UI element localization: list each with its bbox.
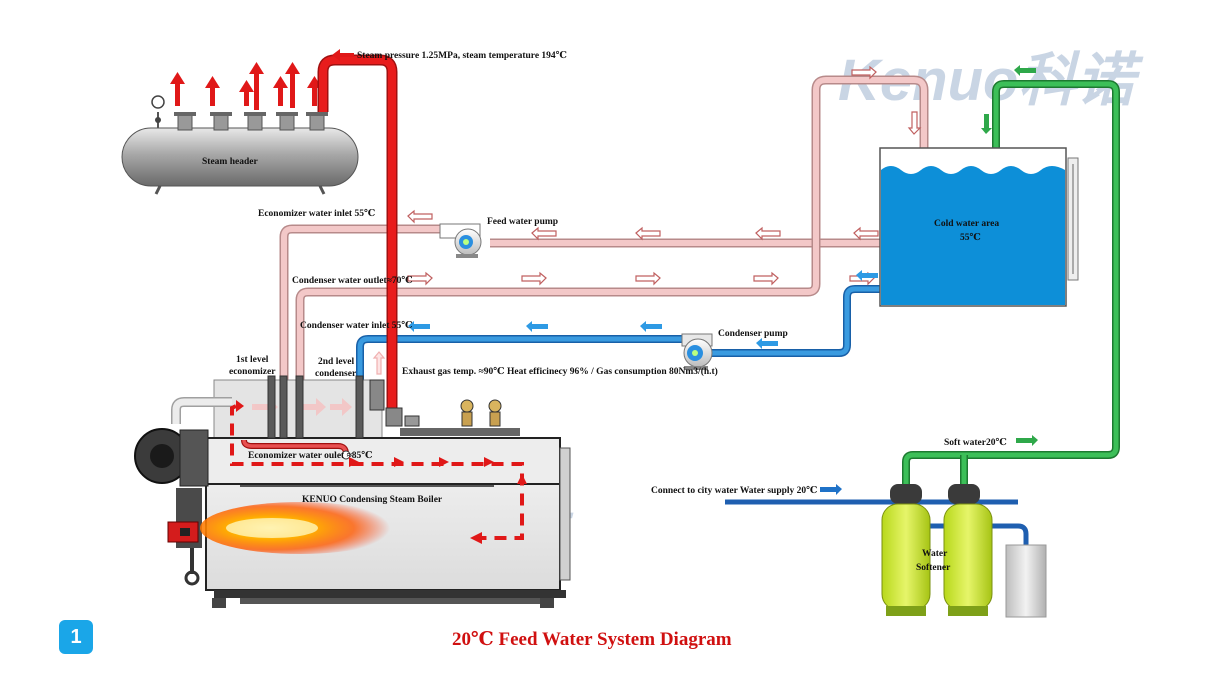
economizer-pipes [279, 75, 929, 385]
condenser-pump [681, 333, 713, 370]
economizer-inlet-label: Economizer water inlet 55℃ [258, 209, 375, 219]
steam-header: Steam header [121, 95, 359, 195]
cold-water-area-label: Cold water area [934, 219, 999, 229]
condenser-pipe [356, 285, 880, 425]
city-water-label: Connect to city water Water supply 20℃ [651, 486, 818, 496]
steam-outlet-arrows [170, 62, 322, 110]
boiler: KENUO Condensing Steam Boiler [134, 375, 571, 608]
second-condenser-label-1: 2nd level [318, 357, 355, 367]
soft-water-pipe [902, 80, 1120, 488]
soft-water-label: Soft water20℃ [944, 438, 1007, 448]
exhaust-label: Exhaust gas temp. ≈90℃ Heat efficinecy 9… [402, 366, 718, 377]
soft-water-arrows [981, 65, 1038, 446]
economizer-outlet-label: Economizer water oulet ≈85℃ [248, 451, 373, 461]
first-economizer-label-1: 1st level [236, 355, 269, 365]
city-water-arrow [820, 484, 842, 495]
second-condenser-label-2: condenser [315, 369, 357, 379]
water-softener-label-2: Softener [916, 563, 951, 573]
cold-water-temp-label: 55℃ [960, 233, 981, 243]
feed-water-pump-label: Feed water pump [487, 217, 558, 227]
condenser-inlet-label: Condenser water inlet 55℃ [300, 321, 413, 331]
diagram-labels: Economizer water inlet 55℃ Feed water pu… [229, 209, 1007, 496]
condenser-pump-label: Condenser pump [718, 329, 788, 339]
flow-arrows [372, 65, 922, 375]
steam-pipe [317, 54, 398, 420]
feed-water-pump [439, 223, 482, 258]
first-economizer-label-2: economizer [229, 367, 276, 377]
water-softener: Water Softener [881, 484, 1047, 618]
steam-pressure-arrow: Steam pressure 1.25MPa, steam temperatur… [332, 49, 567, 61]
condenser-flow-arrows [408, 270, 878, 349]
steam-pressure-label: Steam pressure 1.25MPa, steam temperatur… [357, 51, 567, 61]
diagram-title: 20℃ Feed Water System Diagram [452, 629, 732, 650]
condenser-outlet-label: Condenser water outlet≈70℃ [292, 276, 413, 286]
steam-header-label: Steam header [202, 157, 258, 167]
figure-number-badge: 1 [59, 620, 93, 654]
cold-water-tank: Cold water area 55℃ [879, 147, 1079, 307]
water-softener-label-1: Water [922, 549, 948, 559]
boiler-label: KENUO Condensing Steam Boiler [302, 495, 443, 505]
